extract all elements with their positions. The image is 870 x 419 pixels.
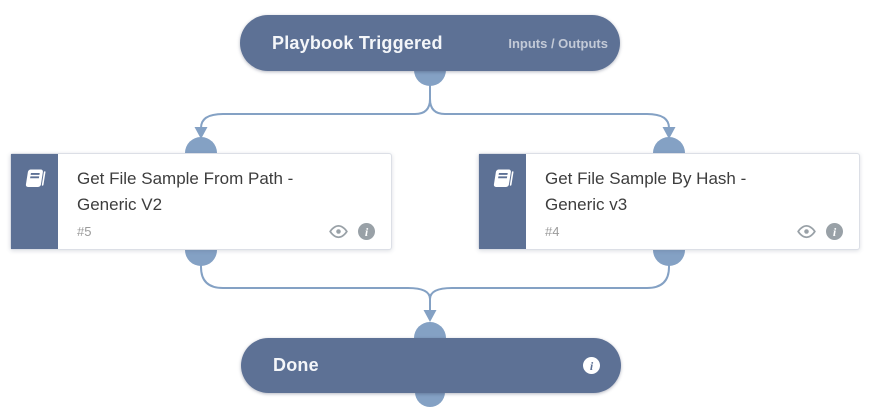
edge-right-task-to-done bbox=[429, 265, 670, 300]
task-card-get-file-sample-from-path[interactable]: Get File Sample From Path - Generic V2 #… bbox=[10, 153, 392, 250]
info-icon[interactable]: i bbox=[358, 223, 375, 240]
task-title: Get File Sample From Path - Generic V2 bbox=[77, 169, 294, 214]
trigger-node[interactable]: Playbook Triggered Inputs / Outputs bbox=[240, 15, 620, 71]
edge-trigger-to-right-task bbox=[429, 84, 670, 129]
task-type-panel bbox=[11, 154, 58, 249]
task-id: #5 bbox=[77, 224, 92, 239]
task-card-body: Get File Sample By Hash - Generic v3 #4 … bbox=[526, 154, 859, 249]
arrowhead-left bbox=[194, 127, 208, 139]
task-footer: #5 i bbox=[77, 223, 375, 240]
task-id: #4 bbox=[545, 224, 560, 239]
task-card-get-file-sample-by-hash[interactable]: Get File Sample By Hash - Generic v3 #4 … bbox=[478, 153, 860, 250]
done-node[interactable]: Done i bbox=[241, 338, 621, 393]
eye-icon[interactable] bbox=[796, 224, 817, 239]
arrowhead-right bbox=[662, 127, 676, 139]
task-footer: #4 i bbox=[545, 223, 843, 240]
task-card-body: Get File Sample From Path - Generic V2 #… bbox=[58, 154, 391, 249]
arrowhead-merge bbox=[423, 310, 437, 322]
edge-trigger-to-left-task bbox=[200, 84, 431, 129]
book-icon bbox=[25, 169, 46, 187]
info-icon[interactable]: i bbox=[826, 223, 843, 240]
eye-icon[interactable] bbox=[328, 224, 349, 239]
task-title: Get File Sample By Hash - Generic v3 bbox=[545, 169, 747, 214]
book-icon bbox=[493, 169, 514, 187]
inputs-outputs-link[interactable]: Inputs / Outputs bbox=[508, 35, 608, 51]
info-icon[interactable]: i bbox=[583, 357, 600, 374]
edge-left-task-to-done bbox=[200, 265, 431, 311]
done-node-title: Done bbox=[273, 355, 319, 375]
task-type-panel bbox=[479, 154, 526, 249]
trigger-node-title: Playbook Triggered bbox=[272, 32, 443, 53]
